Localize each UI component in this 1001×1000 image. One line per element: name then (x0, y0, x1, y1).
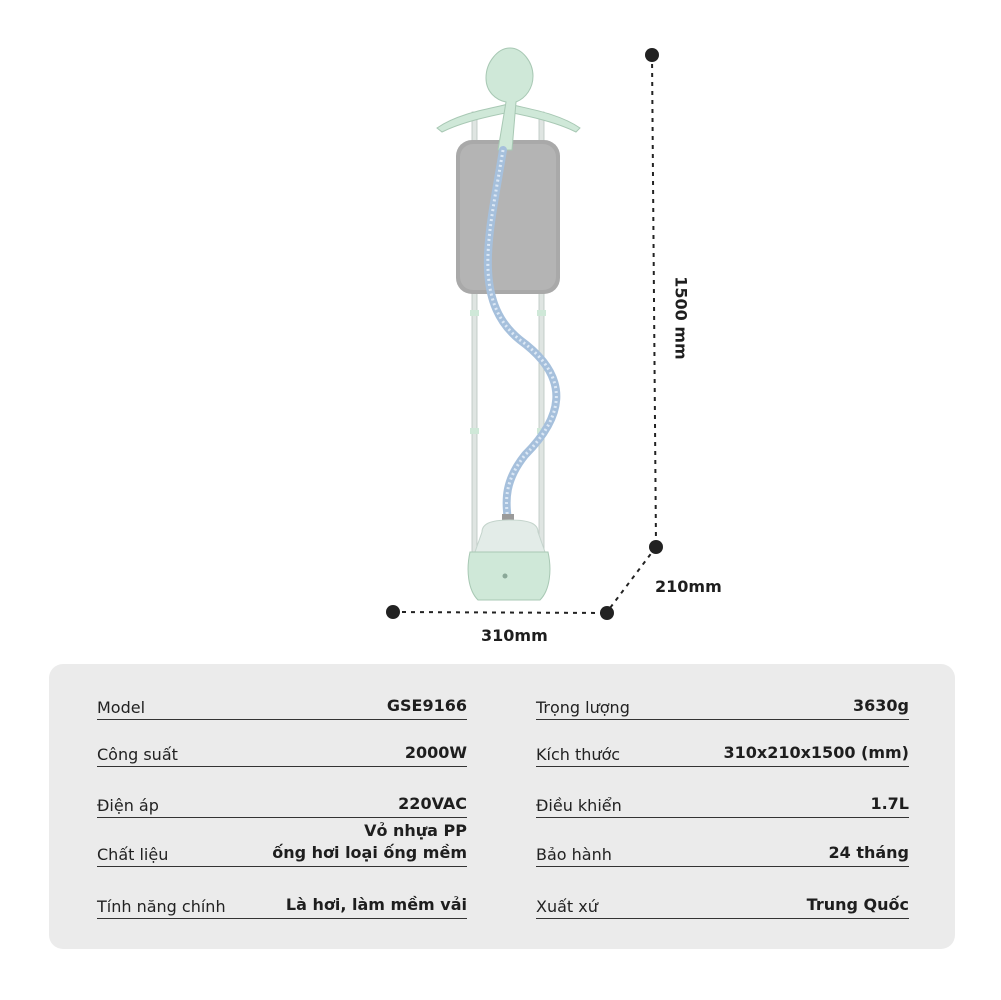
spec-row: Công suất 2000W (97, 717, 467, 767)
height-dimension-label: 1500 mm (671, 276, 691, 360)
steam-hose (483, 146, 561, 524)
spec-label: Tính năng chính (97, 897, 226, 916)
spec-label: Bảo hành (536, 845, 612, 864)
garment-steamer (436, 47, 581, 601)
spec-label: Điều khiển (536, 796, 622, 815)
spec-value-line: 2000W (404, 743, 467, 762)
spec-value: Trung Quốc (807, 894, 909, 916)
spec-value-line: Là hơi, làm mềm vải (285, 895, 467, 914)
depth-dimension-label: 210mm (655, 577, 722, 596)
spec-value-line: 220VAC (398, 794, 467, 813)
spec-value: 310x210x1500 (mm) (723, 742, 909, 764)
width-dim-line (392, 611, 608, 614)
spec-value: 1.7L (870, 793, 909, 815)
spec-value: 24 tháng (828, 842, 909, 864)
spec-value: Vỏ nhựa PP ống hơi loại ống mềm (272, 820, 467, 864)
spec-row: Trọng lượng 3630g (536, 670, 909, 720)
spec-value: GSE9166 (387, 695, 467, 717)
spec-label: Công suất (97, 745, 178, 764)
spec-value-line: ống hơi loại ống mềm (272, 843, 467, 862)
width-left-dot (386, 605, 400, 619)
spec-value: Là hơi, làm mềm vải (286, 894, 467, 916)
dimension-lines (386, 48, 663, 620)
power-button-icon (502, 573, 508, 579)
spec-value-line: 1.7L (870, 794, 909, 813)
height-bottom-dot (649, 540, 663, 554)
spec-label: Chất liệu (97, 845, 169, 864)
spec-value-line: 3630g (853, 696, 909, 715)
spec-row: Chất liệu Vỏ nhựa PP ống hơi loại ống mềm (97, 817, 467, 867)
height-dim-line (651, 54, 657, 547)
spec-value-line: GSE9166 (386, 696, 467, 715)
spec-value-line: 310x210x1500 (mm) (723, 743, 909, 762)
spec-value: 3630g (853, 695, 909, 717)
spec-row: Model GSE9166 (97, 670, 467, 720)
spec-label: Model (97, 698, 146, 717)
spec-value: 2000W (405, 742, 467, 764)
spec-row: Bảo hành 24 tháng (536, 817, 909, 867)
spec-value-line: Vỏ nhựa PP (364, 821, 467, 840)
spec-row: Điều khiển 1.7L (536, 768, 909, 818)
spec-row: Xuất xứ Trung Quốc (536, 869, 909, 919)
corner-dot (600, 606, 614, 620)
width-dimension-label: 310mm (481, 626, 548, 645)
spec-row: Điện áp 220VAC (97, 768, 467, 818)
product-stage: 1500 mm 210mm 310mm (386, 47, 722, 645)
spec-label: Điện áp (97, 796, 159, 815)
height-top-dot (645, 48, 659, 62)
spec-row: Tính năng chính Là hơi, làm mềm vải (97, 869, 467, 919)
product-illustration (386, 47, 663, 620)
spec-label: Trọng lượng (536, 698, 630, 717)
spec-value-line: Trung Quốc (806, 895, 909, 914)
steam-head (485, 47, 534, 151)
spec-label: Kích thước (536, 745, 621, 764)
spec-value: 220VAC (398, 793, 467, 815)
depth-dim-line (606, 546, 657, 613)
spec-row: Kích thước 310x210x1500 (mm) (536, 717, 909, 767)
water-tank-base (467, 551, 551, 601)
spec-label: Xuất xứ (536, 897, 598, 916)
spec-value-line: 24 tháng (828, 843, 909, 862)
